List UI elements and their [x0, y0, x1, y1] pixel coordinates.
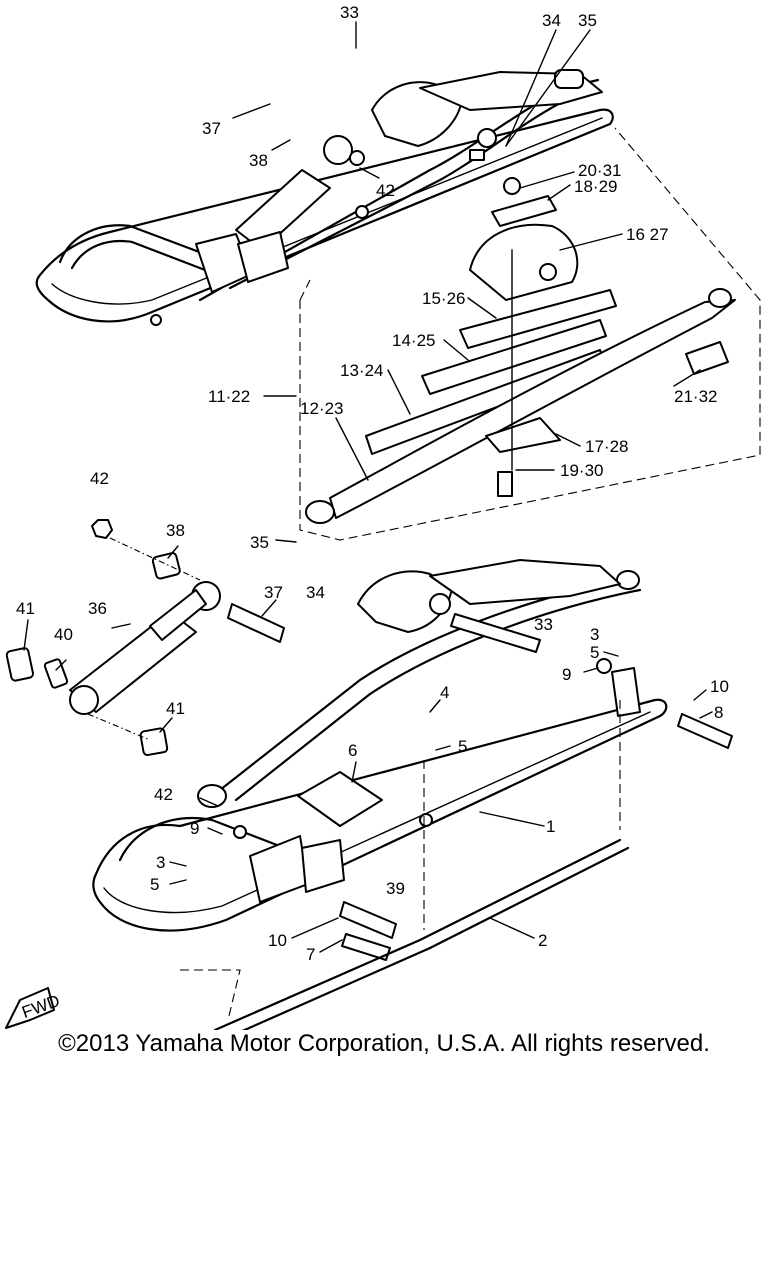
- part-label: 42: [376, 181, 395, 200]
- part-label: 3: [590, 625, 599, 644]
- part-label: 16 27: [626, 225, 669, 244]
- leaf-spring-exploded: [299, 127, 761, 541]
- part-label: 3: [156, 853, 165, 872]
- part-label: 35: [250, 533, 269, 552]
- part-label: 20·31: [578, 161, 621, 180]
- part-label: 35: [578, 11, 597, 30]
- part-label: 5: [458, 737, 467, 756]
- part-label: 33: [340, 3, 359, 22]
- part-label: 36: [88, 599, 107, 618]
- part-label: 38: [166, 521, 185, 540]
- copyright-text: ©2013 Yamaha Motor Corporation, U.S.A. A…: [58, 1030, 710, 1057]
- part-label: 21·32: [674, 387, 717, 406]
- part-label: 9: [190, 819, 199, 838]
- part-label: 9: [562, 665, 571, 684]
- part-label: 34: [306, 583, 325, 602]
- part-label: 33: [534, 615, 553, 634]
- shock-absorber-exploded: [5, 519, 285, 757]
- part-label: 14·25: [392, 331, 435, 350]
- part-label: 7: [306, 945, 315, 964]
- part-label: 37: [202, 119, 221, 138]
- part-label: 11·22: [208, 387, 250, 406]
- part-label: 18·29: [574, 177, 617, 196]
- part-label: 15·26: [422, 289, 465, 308]
- top-ski-assembly: [35, 69, 614, 326]
- part-label: 38: [249, 151, 268, 170]
- part-label: 2: [538, 931, 547, 950]
- part-label: 41: [166, 699, 185, 718]
- part-label: 39: [386, 879, 405, 898]
- part-label: 5: [150, 875, 159, 894]
- part-label: 37: [264, 583, 283, 602]
- part-label: 13·24: [340, 361, 383, 380]
- part-label: 5: [590, 643, 599, 662]
- leader-lines: [23, 21, 713, 953]
- part-label: 10: [268, 931, 287, 950]
- ski-assembly-diagram: FWD: [5, 3, 761, 1030]
- fwd-badge-text: FWD: [19, 991, 62, 1022]
- part-label: 8: [714, 703, 723, 722]
- part-label: 34: [542, 11, 561, 30]
- part-label: 40: [54, 625, 73, 644]
- part-label: 4: [440, 683, 449, 702]
- part-label: 1: [546, 817, 555, 836]
- part-label: 19·30: [560, 461, 603, 480]
- part-label: 6: [348, 741, 357, 760]
- part-label: 42: [154, 785, 173, 804]
- part-label: 10: [710, 677, 729, 696]
- fwd-badge: FWD: [5, 987, 62, 1029]
- part-label: 41: [16, 599, 35, 618]
- bottom-ski-assembly: [92, 559, 733, 1030]
- part-label: 12·23: [300, 399, 343, 418]
- part-labels: 33 34 35 37 38 42 20·31 18·29 16 27 15·2…: [16, 3, 729, 964]
- part-label: 42: [90, 469, 109, 488]
- part-label: 17·28: [585, 437, 628, 456]
